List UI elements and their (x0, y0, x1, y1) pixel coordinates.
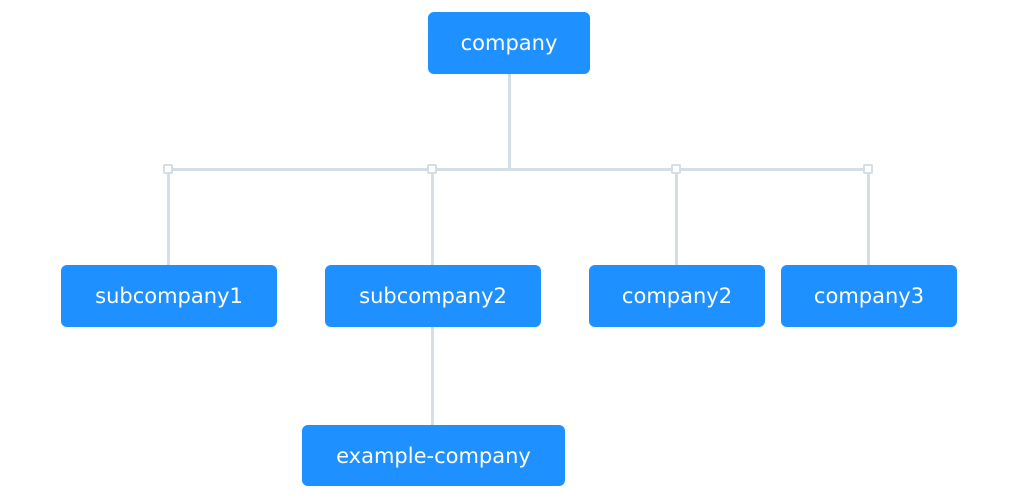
edge-horizontal-bus (168, 168, 869, 171)
edge-subcompany2-to-example-company (431, 326, 434, 426)
node-company3[interactable]: company3 (781, 265, 957, 327)
expand-handle-company2[interactable] (671, 164, 681, 174)
edge-root-down (508, 73, 511, 169)
node-company2[interactable]: company2 (589, 265, 765, 327)
node-company[interactable]: company (428, 12, 590, 74)
expand-handle-company3[interactable] (863, 164, 873, 174)
node-subcompany1[interactable]: subcompany1 (61, 265, 277, 327)
node-subcompany2[interactable]: subcompany2 (325, 265, 541, 327)
edge-to-company2 (675, 170, 678, 266)
expand-handle-subcompany2[interactable] (427, 164, 437, 174)
expand-handle-subcompany1[interactable] (163, 164, 173, 174)
edge-to-company3 (867, 170, 870, 266)
node-example-company[interactable]: example-company (302, 425, 565, 486)
edge-to-subcompany1 (167, 170, 170, 266)
edge-to-subcompany2 (431, 170, 434, 266)
